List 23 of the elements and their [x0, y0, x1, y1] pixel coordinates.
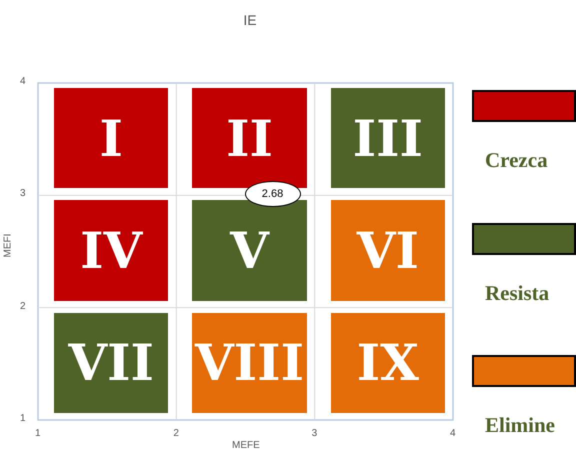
- legend-label: Crezca: [485, 148, 548, 173]
- matrix-cell: VII: [54, 312, 168, 413]
- y-tick: 4: [20, 76, 26, 87]
- matrix-cell: V: [192, 200, 307, 301]
- y-tick: 3: [20, 188, 26, 200]
- y-tick: 2: [20, 300, 26, 312]
- legend-label: Elimine: [485, 413, 556, 438]
- x-tick: 1: [35, 428, 41, 439]
- matrix-cell: III: [330, 88, 445, 188]
- y-tick: 1: [20, 413, 26, 424]
- matrix-cell: II: [192, 88, 307, 188]
- matrix-cell: IX: [330, 312, 445, 413]
- matrix-cell: VIII: [192, 312, 307, 413]
- legend-label: Resista: [485, 281, 550, 306]
- x-tick: 3: [312, 428, 318, 439]
- matrix-cell: VI: [330, 200, 445, 301]
- x-tick: 4: [450, 428, 456, 439]
- axis-title: MEFI: [2, 234, 14, 258]
- matrix-cell: I: [54, 88, 168, 188]
- chart-title: IE: [242, 12, 258, 28]
- matrix-cell: IV: [54, 200, 168, 301]
- axis-title: MEFE: [232, 440, 260, 450]
- x-tick: 2: [173, 428, 179, 439]
